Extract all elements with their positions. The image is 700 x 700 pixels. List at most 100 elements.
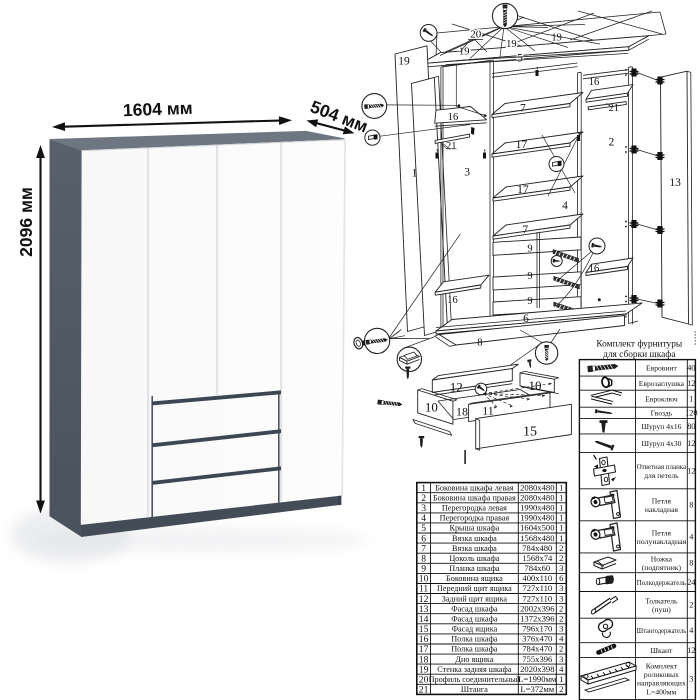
- svg-text:2: 2: [559, 543, 563, 553]
- svg-text:полунакладная: полунакладная: [637, 537, 687, 546]
- svg-text:роликовых: роликовых: [644, 670, 679, 679]
- svg-text:7: 7: [522, 224, 528, 236]
- svg-text:Петля: Петля: [652, 528, 672, 537]
- svg-text:13: 13: [669, 177, 681, 189]
- svg-text:17: 17: [419, 644, 429, 655]
- svg-text:9: 9: [527, 244, 532, 255]
- svg-text:3: 3: [559, 624, 563, 634]
- svg-text:784х60: 784х60: [524, 563, 550, 573]
- svg-text:3: 3: [421, 503, 426, 514]
- svg-text:Дно ящика: Дно ящика: [455, 655, 493, 664]
- svg-text:40: 40: [687, 364, 695, 373]
- svg-text:Еврозаглушка: Еврозаглушка: [639, 379, 685, 388]
- svg-text:1990х480: 1990х480: [520, 513, 554, 523]
- svg-text:накладная: накладная: [645, 505, 679, 514]
- svg-text:11: 11: [419, 584, 428, 595]
- svg-text:24: 24: [687, 578, 695, 587]
- svg-text:Шуруп 4х16: Шуруп 4х16: [641, 422, 681, 431]
- svg-text:17: 17: [516, 139, 528, 151]
- svg-text:Вязка шкафа: Вязка шкафа: [452, 544, 497, 553]
- svg-text:Евроключ: Евроключ: [645, 395, 678, 404]
- svg-text:4: 4: [421, 513, 426, 524]
- svg-text:400х110: 400х110: [522, 573, 552, 583]
- svg-text:1604 мм: 1604 мм: [123, 98, 193, 120]
- svg-text:Полка шкафа: Полка шкафа: [451, 635, 498, 644]
- svg-text:L=400мм: L=400мм: [646, 687, 676, 696]
- svg-text:Гвоздь: Гвоздь: [651, 409, 673, 418]
- svg-text:2: 2: [559, 614, 563, 624]
- svg-text:8: 8: [477, 338, 482, 349]
- svg-text:1: 1: [412, 168, 418, 180]
- svg-text:8: 8: [689, 501, 693, 510]
- svg-text:10: 10: [425, 400, 438, 415]
- svg-text:Профиль соединительный: Профиль соединительный: [429, 675, 521, 684]
- svg-text:15: 15: [419, 624, 429, 635]
- svg-text:14: 14: [419, 614, 429, 625]
- svg-text:1: 1: [559, 674, 563, 684]
- svg-text:376х470: 376х470: [522, 634, 552, 644]
- svg-text:12: 12: [687, 467, 695, 476]
- svg-text:Перегородка правая: Перегородка правая: [440, 514, 510, 523]
- svg-text:7: 7: [421, 543, 426, 554]
- svg-text:18: 18: [419, 654, 429, 665]
- svg-text:16: 16: [448, 112, 459, 123]
- svg-text:2: 2: [559, 644, 563, 654]
- svg-text:727х110: 727х110: [522, 593, 552, 603]
- svg-text:2096 мм: 2096 мм: [16, 187, 36, 257]
- svg-text:5: 5: [421, 523, 426, 534]
- svg-text:80: 80: [687, 422, 695, 431]
- svg-text:5: 5: [517, 53, 523, 65]
- svg-text:Шкант: Шкант: [650, 646, 673, 655]
- svg-text:2: 2: [609, 136, 615, 148]
- svg-text:16: 16: [589, 77, 600, 88]
- svg-text:3: 3: [559, 563, 563, 573]
- svg-text:Задний щит ящика: Задний щит ящика: [442, 594, 508, 603]
- svg-text:2: 2: [559, 553, 563, 563]
- svg-text:20: 20: [419, 675, 429, 686]
- svg-text:1: 1: [559, 523, 563, 533]
- svg-text:4: 4: [562, 200, 568, 212]
- svg-text:Полкодержатель: Полкодержатель: [637, 578, 687, 587]
- svg-text:2: 2: [559, 603, 563, 613]
- svg-text:Цоколь шкафа: Цоколь шкафа: [449, 554, 499, 563]
- svg-text:направляющих: направляющих: [637, 679, 686, 688]
- svg-text:Комплект фурнитуры: Комплект фурнитуры: [596, 339, 683, 350]
- svg-text:3: 3: [689, 674, 693, 683]
- svg-text:Штанга: Штанга: [461, 685, 488, 694]
- svg-text:1: 1: [559, 492, 563, 502]
- svg-text:1: 1: [559, 533, 563, 543]
- svg-text:Планка шкафа: Планка шкафа: [449, 564, 500, 573]
- svg-text:2080х480: 2080х480: [520, 482, 554, 492]
- svg-text:1568х480: 1568х480: [520, 533, 554, 543]
- svg-text:9: 9: [527, 271, 532, 282]
- svg-text:4: 4: [559, 634, 564, 644]
- svg-text:1: 1: [559, 503, 563, 513]
- svg-text:Толкатель: Толкатель: [645, 596, 678, 605]
- svg-text:7: 7: [520, 103, 526, 115]
- svg-text:15: 15: [523, 424, 537, 439]
- svg-text:для сборки шкафа: для сборки шкафа: [603, 349, 676, 360]
- svg-text:Вязка шкафа: Вязка шкафа: [452, 534, 497, 543]
- svg-text:2002х396: 2002х396: [520, 603, 555, 613]
- svg-text:19: 19: [419, 664, 429, 675]
- svg-text:19: 19: [506, 39, 517, 50]
- svg-text:9: 9: [527, 296, 532, 307]
- svg-text:12: 12: [450, 379, 463, 394]
- svg-text:1990х480: 1990х480: [520, 503, 554, 513]
- svg-text:Комплект: Комплект: [646, 662, 678, 671]
- svg-text:19: 19: [551, 32, 562, 43]
- svg-text:для петель: для петель: [644, 471, 679, 480]
- svg-text:Фасад шкафа: Фасад шкафа: [451, 604, 498, 613]
- svg-text:1568х74: 1568х74: [522, 553, 553, 563]
- svg-text:21: 21: [446, 141, 457, 152]
- svg-text:4: 4: [689, 533, 693, 542]
- svg-text:L=372мм: L=372мм: [520, 684, 554, 694]
- svg-text:19: 19: [398, 55, 410, 67]
- svg-text:Петля: Петля: [652, 496, 672, 505]
- svg-text:17: 17: [517, 184, 529, 196]
- svg-text:2: 2: [559, 684, 563, 694]
- svg-text:784х480: 784х480: [522, 543, 552, 553]
- svg-text:10: 10: [529, 378, 542, 393]
- svg-text:1372х396: 1372х396: [520, 614, 555, 624]
- svg-text:9: 9: [421, 564, 426, 575]
